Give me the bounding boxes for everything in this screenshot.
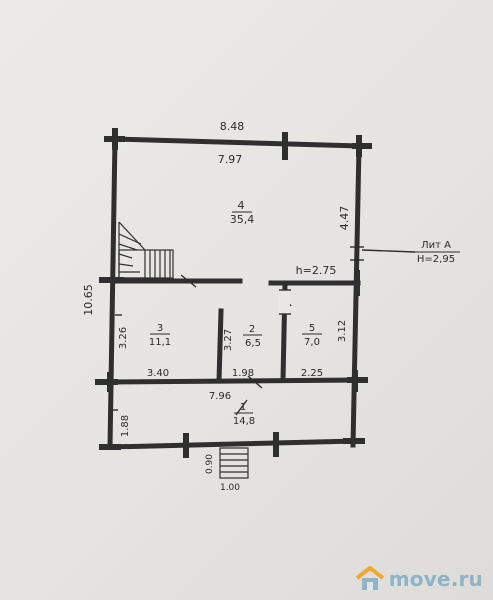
lit-name: Лит А (421, 240, 451, 251)
room-number: 1 (240, 402, 246, 413)
dim-bottom-room5: 2.25 (301, 368, 323, 379)
room-5-label: 5 7,0 (302, 323, 322, 348)
room-area: 6,5 (245, 338, 261, 349)
wall-veranda-top (103, 377, 360, 385)
dim-right-upper: 4.47 (338, 206, 351, 231)
walls (103, 136, 365, 450)
windows (110, 246, 416, 411)
entrance-steps-icon (219, 447, 249, 479)
room-number: 5 (309, 323, 315, 334)
room-area: 14,8 (233, 416, 255, 427)
dim-top-outer: 8.48 (220, 120, 245, 133)
dim-bottom-room2: 1.98 (232, 368, 254, 379)
dim-steps-depth: 0.90 (205, 454, 215, 474)
watermark-text: move.ru (388, 567, 483, 591)
dim-room3-height: 3.26 (118, 327, 129, 349)
room-2-label: 2 6,5 (243, 324, 262, 349)
ceiling-height-label: h=2.75 (296, 264, 337, 277)
dim-room5-height: 3.12 (337, 320, 348, 342)
dim-room2-height: 3.27 (223, 329, 234, 351)
lit-height: H=2,95 (417, 254, 455, 265)
wall-top (112, 136, 365, 149)
wall-left (107, 136, 118, 450)
room-area: 11,1 (149, 337, 171, 348)
dim-top-inner: 7.97 (218, 153, 243, 166)
dim-steps-width: 1.00 (220, 483, 240, 493)
move-ru-watermark: move.ru (355, 566, 483, 592)
dim-left-outer: 10.65 (82, 284, 95, 316)
dim-veranda-width: 7.96 (209, 391, 231, 402)
room-area: 7,0 (304, 337, 320, 348)
house-logo-icon (355, 566, 384, 590)
room-1-label: 1 14,8 (233, 402, 255, 427)
log-corners (95, 128, 372, 458)
room-4-label: 4 35,4 (230, 199, 255, 226)
room-number: 4 (238, 199, 245, 212)
room-3-label: 3 11,1 (149, 323, 171, 348)
dim-veranda-height: 1.88 (120, 415, 131, 437)
wall-room3-room2 (216, 308, 224, 384)
staircase-icon (118, 221, 174, 279)
room-number: 2 (249, 324, 255, 335)
doors (180, 274, 292, 416)
lit-label: Лит А H=2,95 (410, 240, 460, 265)
dim-bottom-room3: 3.40 (147, 368, 169, 379)
room-area: 35,4 (230, 213, 255, 226)
wall-veranda-bottom (107, 438, 358, 450)
room-number: 3 (157, 323, 163, 334)
